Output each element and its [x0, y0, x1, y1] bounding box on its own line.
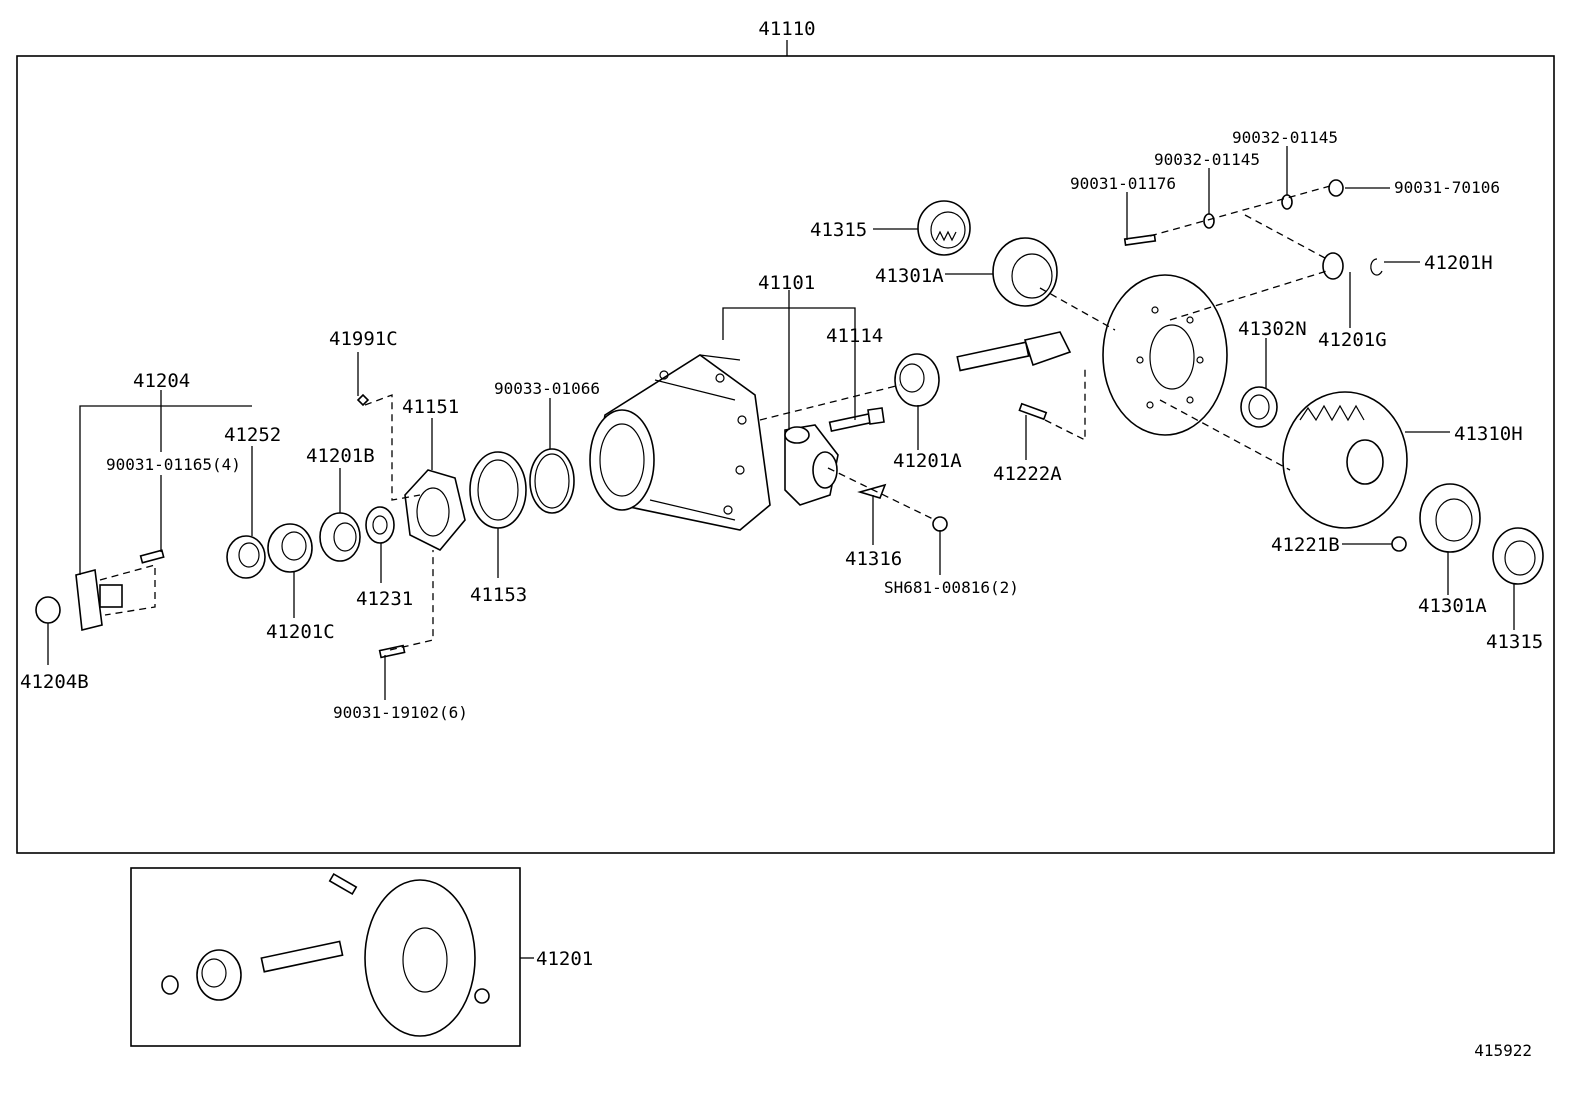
part-41315-bottom[interactable]: 41315 — [1486, 631, 1543, 653]
differential-case-icon[interactable] — [1282, 391, 1408, 529]
part-41310H[interactable]: 41310H — [1454, 423, 1523, 445]
seal-41252-icon[interactable] — [226, 535, 266, 579]
oil-seal-bottom-icon[interactable] — [1492, 527, 1544, 585]
part-41201B[interactable]: 41201B — [306, 445, 375, 467]
ring-gear-icon[interactable] — [1102, 274, 1228, 436]
diagram-id: 415922 — [1474, 1041, 1532, 1060]
part-90032-01145-b[interactable]: 90032-01145 — [1232, 128, 1338, 147]
part-90031-01165[interactable]: 90031-01165(4) — [106, 455, 241, 474]
part-41204B[interactable]: 41204B — [20, 671, 89, 693]
plug-41991C-icon[interactable] — [356, 393, 370, 407]
bearing-icon[interactable] — [992, 237, 1058, 307]
part-41231[interactable]: 41231 — [356, 588, 413, 610]
part-SH681-00816[interactable]: SH681-00816(2) — [884, 578, 1019, 597]
differential-carrier-housing-icon[interactable] — [589, 354, 771, 531]
clip-41316-icon[interactable] — [857, 483, 887, 499]
part-41302N[interactable]: 41302N — [1238, 318, 1307, 340]
part-41252[interactable]: 41252 — [224, 424, 281, 446]
part-41201G[interactable]: 41201G — [1318, 329, 1387, 351]
sub-assembly-label[interactable]: 41201 — [536, 948, 593, 970]
part-90033-01066[interactable]: 90033-01066 — [494, 379, 600, 398]
gasket-41153-icon[interactable] — [469, 451, 527, 529]
assembly-label[interactable]: 41110 — [758, 18, 815, 40]
o-ring-icon[interactable] — [529, 448, 575, 514]
bolt-90031-01165-icon[interactable] — [139, 549, 165, 564]
bearing-cap-icon[interactable] — [784, 424, 839, 506]
sub-assembly-inset-icon[interactable] — [161, 872, 490, 1037]
bearing-41302N-icon[interactable] — [1240, 386, 1278, 428]
bolt-icon[interactable] — [828, 407, 885, 432]
part-41991C[interactable]: 41991C — [329, 328, 398, 350]
bearing-41301A-bottom-icon[interactable] — [1419, 483, 1481, 553]
bearing-41201B-icon[interactable] — [319, 512, 361, 562]
washer-icons[interactable] — [1123, 179, 1344, 246]
part-41204[interactable]: 41204 — [133, 370, 190, 392]
part-90031-70106[interactable]: 90031-70106 — [1394, 178, 1500, 197]
part-41221B[interactable]: 41221B — [1271, 534, 1340, 556]
part-41301A-bottom[interactable]: 41301A — [1418, 595, 1487, 617]
bearing-41201C-icon[interactable] — [267, 523, 313, 573]
oil-seal-icon[interactable] — [917, 200, 971, 256]
part-41222A[interactable]: 41222A — [993, 463, 1062, 485]
part-90031-19102[interactable]: 90031-19102(6) — [333, 703, 468, 722]
part-41101[interactable]: 41101 — [758, 272, 815, 294]
part-90031-01176[interactable]: 90031-01176 — [1070, 174, 1176, 193]
spacer-41231-icon[interactable] — [365, 506, 395, 544]
part-41153[interactable]: 41153 — [470, 584, 527, 606]
part-41316[interactable]: 41316 — [845, 548, 902, 570]
part-41201A[interactable]: 41201A — [893, 450, 962, 472]
part-41151[interactable]: 41151 — [402, 396, 459, 418]
bearing-41201A-icon[interactable] — [894, 353, 940, 407]
small-bearing-41201G-icon[interactable] — [1322, 252, 1344, 280]
bolt-SH681-icon[interactable] — [932, 516, 948, 532]
part-41315-top[interactable]: 41315 — [810, 219, 867, 241]
retainer-41151-icon[interactable] — [404, 469, 466, 551]
leader-lines — [47, 146, 1515, 700]
nut-41204B-icon[interactable] — [35, 596, 61, 624]
dashed-assembly-lines — [99, 185, 1331, 651]
snap-ring-41201H-icon[interactable] — [1370, 258, 1383, 276]
bolt-41221B-icon[interactable] — [1391, 536, 1407, 552]
drive-pinion-icon[interactable] — [956, 331, 1072, 372]
companion-flange-icon[interactable] — [75, 568, 123, 631]
part-41201C[interactable]: 41201C — [266, 621, 335, 643]
part-labels: 41101 41114 41315 41301A 41201A 41222A 4… — [20, 128, 1543, 722]
part-41201H[interactable]: 41201H — [1424, 252, 1493, 274]
bolt-90031-19102-icon[interactable] — [378, 644, 406, 659]
bolt-41222A-icon[interactable] — [1018, 402, 1048, 421]
part-41301A-top[interactable]: 41301A — [875, 265, 944, 287]
part-41114[interactable]: 41114 — [826, 325, 883, 347]
assembly-frame — [16, 40, 1555, 1047]
part-90032-01145-a[interactable]: 90032-01145 — [1154, 150, 1260, 169]
